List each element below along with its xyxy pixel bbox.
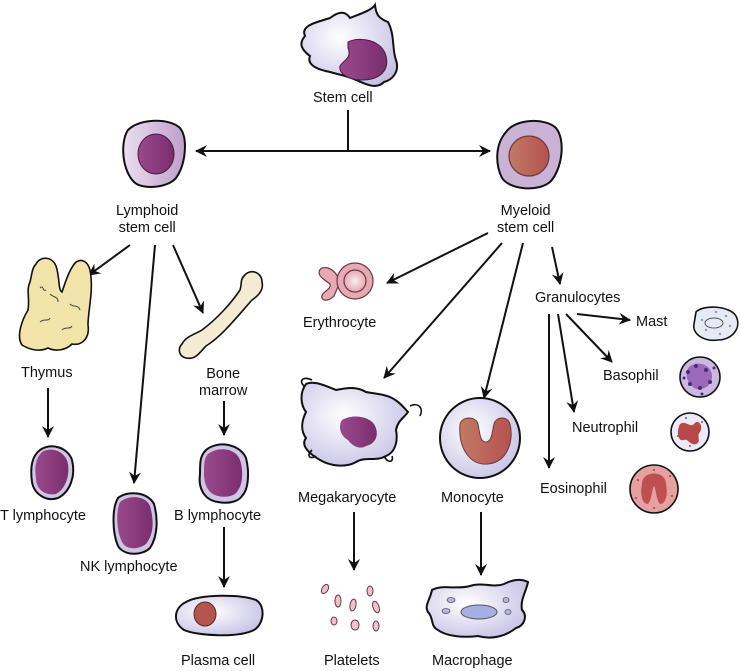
label-myeloid-line2: stem cell [497, 220, 555, 236]
platelet [350, 619, 360, 631]
arrow-to-granulocytes [551, 246, 564, 285]
platelet [366, 585, 374, 597]
label-b-lymphocyte: B lymphocyte [174, 508, 262, 524]
label-erythrocyte: Erythrocyte [303, 315, 377, 331]
arrow-to-megakaryocyte [383, 242, 503, 379]
neutrophil-icon [670, 412, 710, 452]
eosinophil-icon [629, 464, 679, 514]
macrophage-icon [425, 578, 530, 639]
arrow-to-neutrophil [557, 313, 579, 413]
label-t-lymphocyte: T lymphocyte [0, 508, 86, 524]
label-myeloid-stem-cell: Myeloid stem cell [497, 203, 554, 237]
label-neutrophil: Neutrophil [572, 420, 639, 436]
label-thymus: Thymus [21, 365, 73, 381]
platelet [320, 583, 330, 595]
platelet [372, 600, 380, 614]
basophil-icon [679, 356, 721, 398]
b-lymphocyte-icon [198, 443, 250, 504]
label-macrophage: Macrophage [432, 653, 513, 669]
label-monocyte: Monocyte [441, 490, 504, 506]
arrow-to-monocyte [480, 242, 524, 399]
platelet [372, 620, 380, 632]
label-stem-cell: Stem cell [313, 90, 373, 106]
label-granulocytes: Granulocytes [535, 290, 621, 306]
arrow-to-bone-marrow [172, 244, 205, 314]
arrows [42, 110, 631, 588]
label-bone-line1: Bone [206, 366, 241, 382]
bone-marrow-icon [178, 270, 264, 360]
arrow-to-basophil [565, 313, 613, 363]
t-lymphocyte-icon [30, 445, 75, 500]
label-plasma-cell: Plasma cell [181, 653, 256, 669]
label-eosinophil: Eosinophil [540, 481, 607, 497]
label-megakaryocyte: Megakaryocyte [298, 490, 397, 506]
monocyte-icon [439, 397, 521, 479]
label-lymphoid-stem-cell: Lymphoid stem cell [116, 203, 178, 237]
arrow-to-thymus [88, 244, 131, 276]
platelets-icon [320, 583, 380, 632]
arrow-to-erythrocyte [386, 232, 489, 284]
nk-lymphocyte-icon [112, 492, 158, 555]
label-nk-lymphocyte: NK lymphocyte [80, 559, 178, 575]
megakaryocyte-icon [300, 377, 423, 467]
label-bone-line2: marrow [199, 383, 248, 399]
label-bone-marrow: Bone marrow [199, 366, 247, 400]
stem-cell-icon [300, 1, 398, 87]
myeloid-stem-cell-icon [496, 120, 563, 190]
erythrocyte-icon [318, 262, 374, 301]
platelet [349, 598, 357, 612]
label-platelets: Platelets [324, 653, 380, 669]
plasma-cell-icon [175, 594, 264, 637]
label-mast: Mast [636, 314, 668, 330]
label-lymphoid-line2: stem cell [118, 220, 176, 236]
platelet [330, 616, 338, 626]
label-myeloid-line1: Myeloid [500, 203, 551, 219]
mast-cell-icon [693, 306, 739, 342]
label-lymphoid-line1: Lymphoid [116, 203, 179, 219]
lymphoid-stem-cell-icon [122, 119, 186, 188]
platelet [334, 594, 342, 608]
label-basophil: Basophil [603, 368, 659, 384]
arrow-to-nk-lymphocyte [128, 244, 156, 484]
thymus-icon [18, 257, 93, 351]
arrow-to-mast [576, 312, 631, 325]
